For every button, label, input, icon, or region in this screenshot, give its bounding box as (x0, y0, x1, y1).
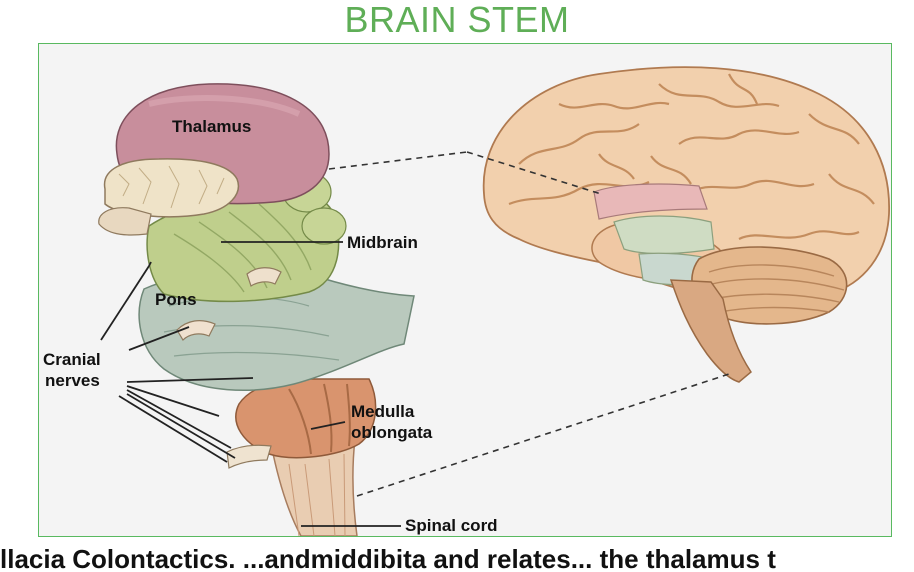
spinal-cord-shape (270, 438, 358, 536)
caption-text-partial: llacia Colontactics. ...andmiddibita and… (0, 544, 776, 572)
thalamus-label: Thalamus (172, 117, 252, 136)
diagram-frame: Thalamus Midbrain Pons Cranial nerves Me… (38, 43, 892, 537)
medulla-label-line1: Medulla (351, 402, 415, 421)
midbrain-label: Midbrain (347, 233, 418, 252)
pons-label: Pons (155, 290, 197, 309)
brain-stem-illustration (98, 66, 890, 536)
cranial-nerves-label-line1: Cranial (43, 350, 101, 369)
spinal-cord-label: Spinal cord (405, 516, 498, 535)
cranial-nerves-label-line2: nerves (45, 371, 100, 390)
page-title: BRAIN STEM (344, 0, 570, 40)
cerebrum-shape (482, 66, 890, 303)
medulla-label-line2: oblongata (351, 423, 433, 442)
